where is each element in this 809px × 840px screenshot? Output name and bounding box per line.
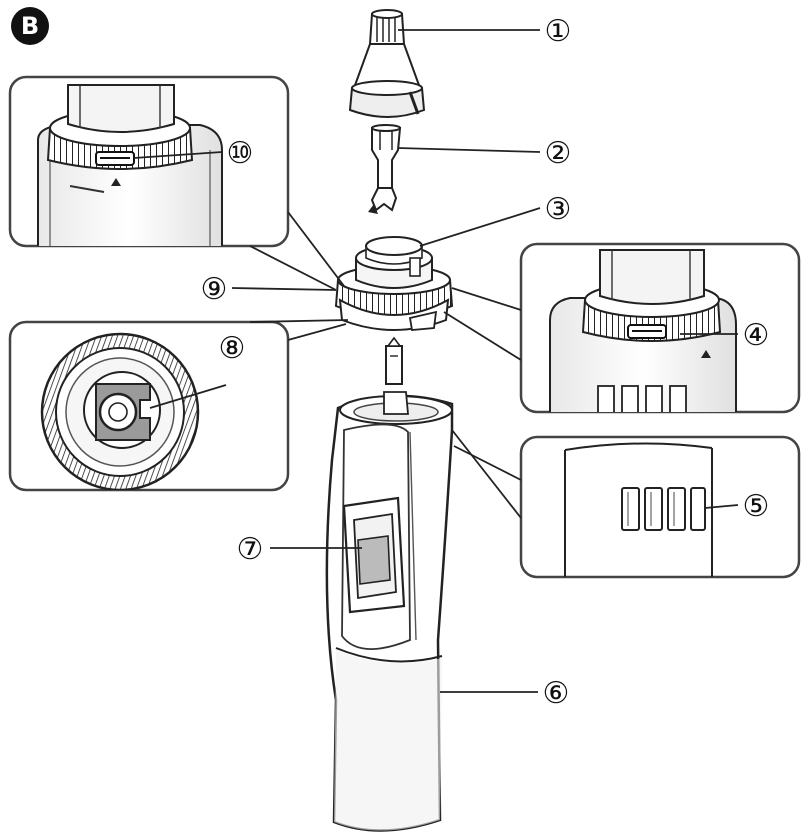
- callout-2: ②: [545, 136, 572, 171]
- callout-9: ⑨: [201, 272, 228, 307]
- callout-1: ①: [545, 14, 572, 49]
- figure-badge-label: B: [21, 12, 39, 40]
- callout-3: ③: [545, 192, 572, 227]
- callout-7: ⑦: [237, 532, 264, 567]
- callout-8: ⑧: [219, 331, 246, 366]
- leader-lines: [133, 29, 739, 693]
- inset-ring-mark-right: [519, 242, 801, 414]
- figure-badge: B: [11, 7, 49, 45]
- blade-frame-drawing: [334, 236, 454, 331]
- trimmer-head-drawing: [348, 9, 426, 118]
- callout-10: ⑩: [227, 136, 254, 171]
- inset-coupling: [8, 320, 290, 492]
- inner-blade-drawing: [368, 124, 402, 214]
- inset-grip: [519, 435, 801, 579]
- callout-5: ⑤: [743, 489, 770, 524]
- callout-4: ④: [743, 318, 770, 353]
- handle-body-drawing: [325, 336, 454, 832]
- callout-6: ⑥: [543, 676, 570, 711]
- callouts: ① ② ③ ④ ⑤ ⑥ ⑦ ⑧ ⑨ ⑩: [201, 14, 770, 711]
- inset-ring-mark-top: [8, 75, 290, 248]
